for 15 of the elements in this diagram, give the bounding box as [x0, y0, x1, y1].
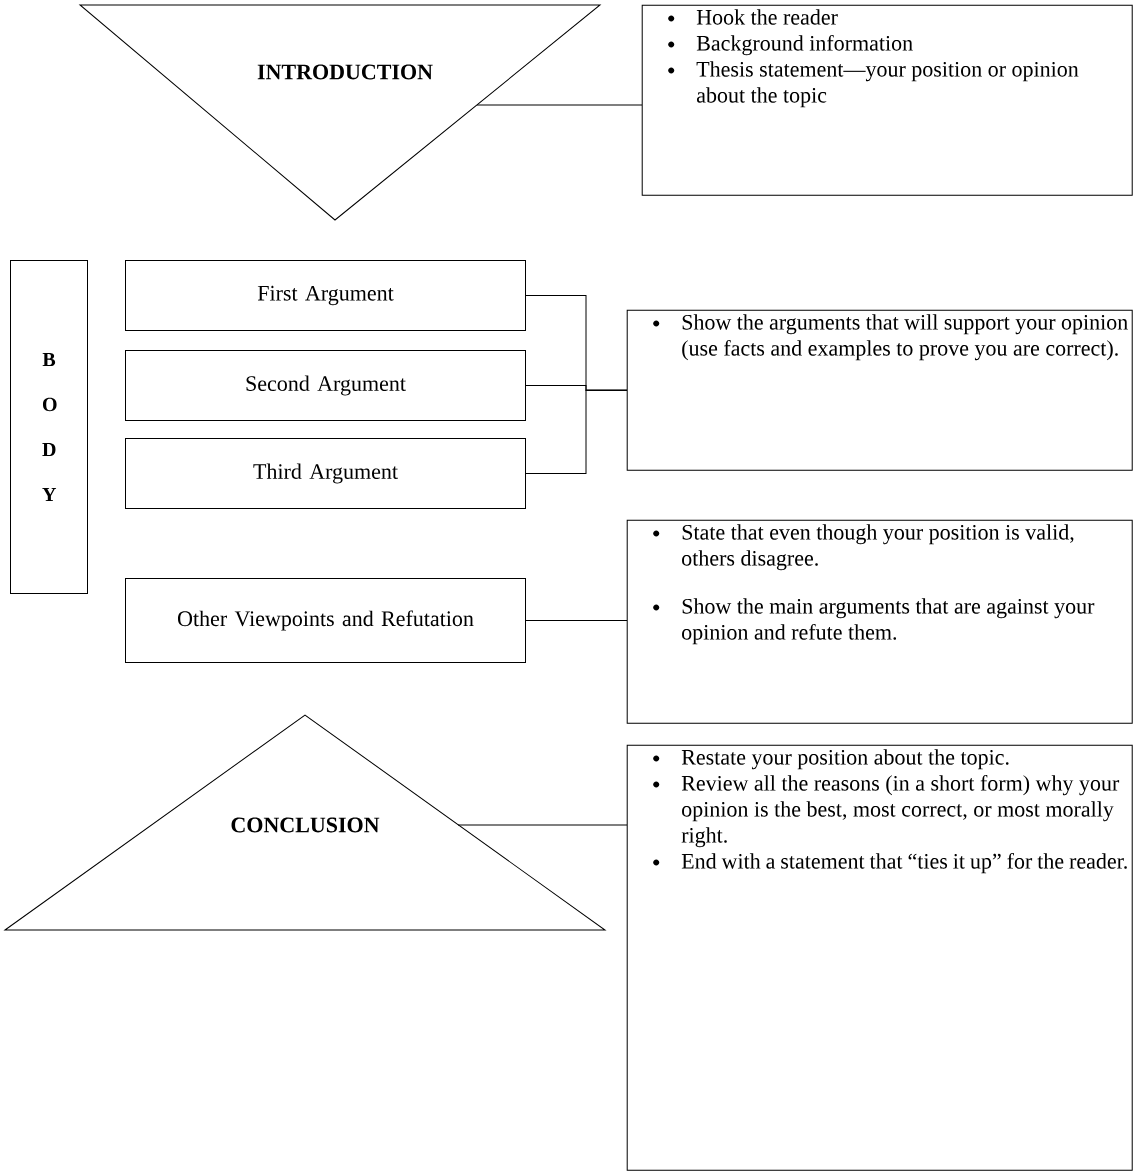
section-triangle: INTRODUCTION — [79, 4, 601, 221]
section-triangle: CONCLUSION — [4, 714, 606, 931]
argument-box: Third Argument — [125, 438, 526, 509]
bullet-box: Show the arguments that will support your opinion (use facts and examples to prove you are correct). — [626, 309, 1133, 471]
connector-line — [525, 389, 628, 474]
bullet-box: State that even though your position is valid, others disagree. Show the main arguments that are against your opinion and refute them. — [626, 519, 1133, 724]
connector-line — [476, 104, 643, 106]
argument-box: Second Argument — [125, 350, 526, 421]
section-box: B O D Y — [10, 260, 88, 594]
connector-line — [457, 824, 628, 826]
argument-box: Other Viewpoints and Refutation — [125, 578, 526, 663]
bullet-box: Restate your position about the topic. Review all the reasons (in a short form) why your opinion is the best, most correct, or most morally right. End with a statement that “ties it up” for the reader. — [626, 744, 1133, 1171]
connector-line — [525, 620, 628, 621]
bullet-box: Hook the reader Background information Thesis statement—your position or opinion about the topic — [641, 4, 1133, 196]
argument-box: First Argument — [125, 260, 526, 331]
